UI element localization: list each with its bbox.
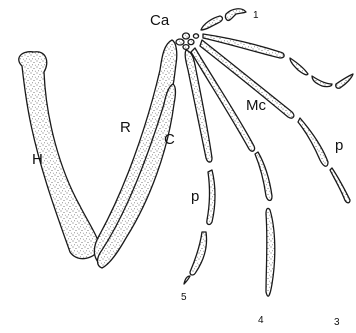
carpal-element (193, 34, 198, 38)
label-metacarpal: Mc (246, 97, 266, 114)
digit-4-phalanx (255, 152, 272, 201)
label-phalanx: p (335, 137, 343, 154)
label-carpus: Ca (150, 12, 170, 29)
digit-3-phalanx (298, 118, 328, 166)
carpal-element (183, 33, 190, 39)
digit-1-metacarpal (201, 16, 222, 30)
label-radius: R (120, 119, 131, 136)
label-phalanx: p (191, 188, 199, 205)
carpal-bones (176, 33, 199, 49)
digit-5-tip (184, 276, 190, 284)
digit-4-phalanx (266, 208, 275, 296)
digit-1-claw (225, 9, 246, 21)
carpal-element (176, 39, 184, 45)
digit-3-phalanx (330, 168, 350, 203)
digit-5-phalanx (190, 232, 207, 275)
label-ulna: C (164, 131, 175, 148)
carpal-element (183, 45, 189, 50)
carpal-element (188, 39, 194, 44)
label-digit-1: 1 (253, 10, 259, 21)
digit-4-bones (191, 48, 275, 296)
label-humerus: H (32, 151, 43, 168)
digit-2-phalanx (312, 76, 332, 87)
digit-2-tip (336, 74, 353, 88)
digit-5-phalanx (207, 170, 215, 224)
digit-2-phalanx (290, 58, 308, 75)
label-digit-5: 5 (181, 292, 187, 303)
label-digit-4: 4 (258, 315, 264, 326)
humerus-bone (19, 52, 100, 259)
digit-5-metacarpal (185, 50, 212, 162)
digit-1-bones (201, 9, 246, 30)
label-digit-3: 3 (334, 317, 340, 328)
digit-3-bones (200, 40, 350, 203)
